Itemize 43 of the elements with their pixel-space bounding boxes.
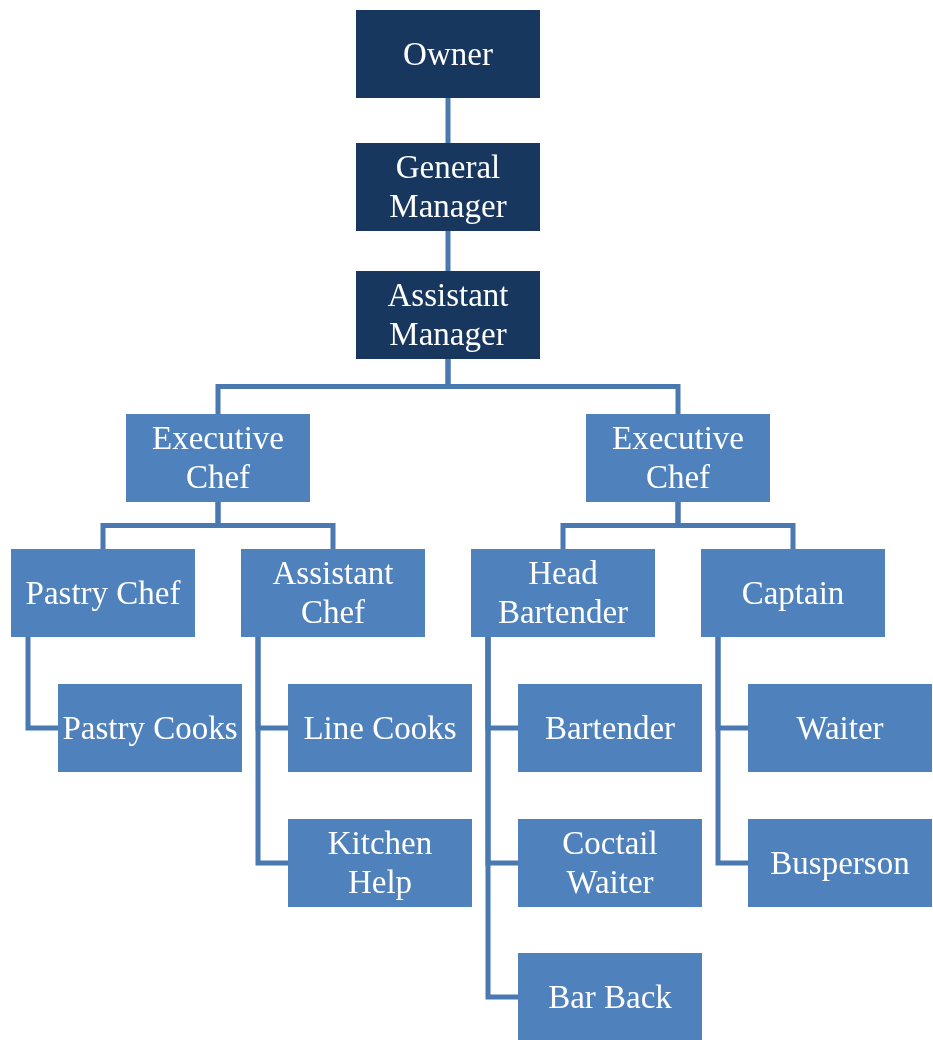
connector-line xyxy=(445,231,451,271)
role-box xyxy=(288,684,472,772)
connector-line xyxy=(445,359,681,414)
role-box xyxy=(11,549,195,637)
connector-line xyxy=(485,637,518,1000)
role-label: General Manager xyxy=(388,148,508,226)
role-label: Head Bartender xyxy=(496,554,630,632)
role-label: Bartender xyxy=(544,708,676,748)
role-label: Assistant Chef xyxy=(271,554,395,632)
manager-box xyxy=(356,271,540,359)
role-label: Waiter xyxy=(796,708,884,748)
role-box xyxy=(518,953,702,1040)
connector-line xyxy=(25,637,58,731)
role-label: Assistant Manager xyxy=(386,276,510,354)
role-label: Bar Back xyxy=(548,977,672,1017)
connector-line xyxy=(715,637,748,866)
role-box xyxy=(748,684,932,772)
role-label: Executive Chef xyxy=(151,419,285,497)
role-box xyxy=(126,414,310,502)
role-label: Pastry Chef xyxy=(25,573,181,613)
role-box xyxy=(471,549,655,637)
role-box xyxy=(241,549,425,637)
role-label: Kitchen Help xyxy=(326,824,434,902)
role-box xyxy=(586,414,770,502)
role-box xyxy=(518,819,702,907)
role-label: Owner xyxy=(403,34,493,74)
role-box xyxy=(748,819,932,907)
role-box xyxy=(58,684,242,772)
connector-line xyxy=(255,637,288,866)
role-label: Coctail Waiter xyxy=(561,824,659,902)
role-label: Executive Chef xyxy=(611,419,745,497)
role-label: Busperson xyxy=(770,843,910,883)
role-box xyxy=(288,819,472,907)
role-label: Pastry Cooks xyxy=(62,708,238,748)
manager-box xyxy=(356,143,540,231)
role-box xyxy=(518,684,702,772)
role-label: Captain xyxy=(741,573,845,613)
connector-line xyxy=(445,98,451,143)
manager-box xyxy=(356,10,540,98)
connector-line xyxy=(675,502,796,549)
connector-line xyxy=(215,502,336,549)
role-label: Line Cooks xyxy=(303,708,457,748)
role-box xyxy=(701,549,885,637)
